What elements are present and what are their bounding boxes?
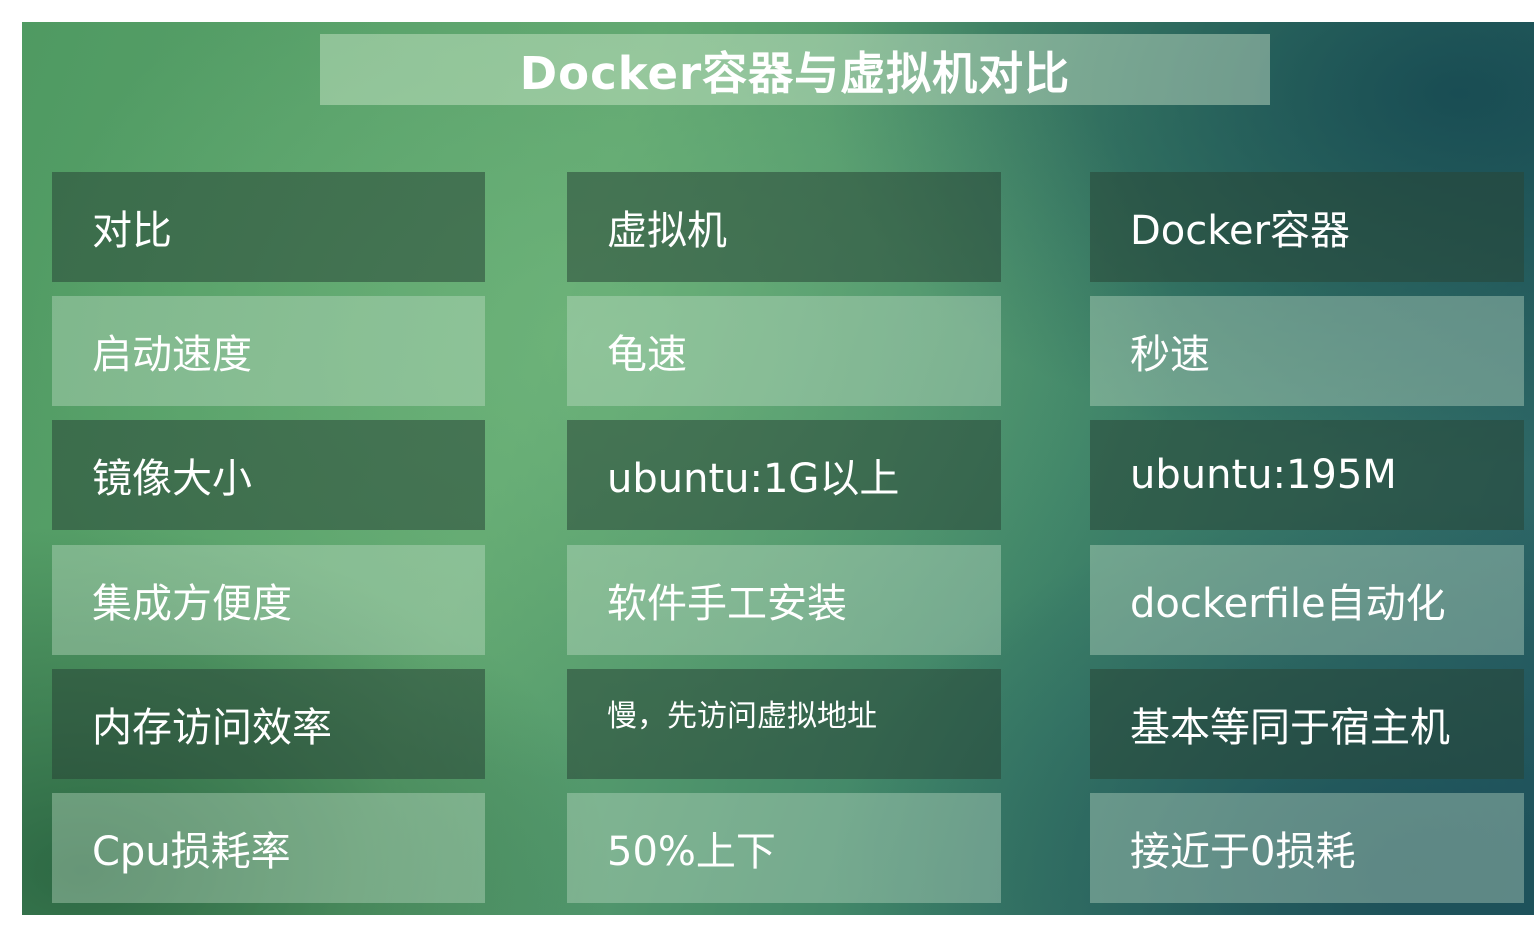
slide: Docker容器与虚拟机对比 对比 虚拟机 Docker容器 启动速度 龟速 秒… bbox=[22, 22, 1534, 915]
table-cell: 慢，先访问虚拟地址 bbox=[567, 669, 1001, 779]
table-cell: 龟速 bbox=[567, 296, 1001, 406]
table-cell: 50%上下 bbox=[567, 793, 1001, 903]
table-cell: 软件手工安装 bbox=[567, 545, 1001, 655]
table-cell: ubuntu:1G以上 bbox=[567, 420, 1001, 530]
table-cell: dockerfile自动化 bbox=[1090, 545, 1524, 655]
table-cell: Cpu损耗率 bbox=[52, 793, 485, 903]
title-bar: Docker容器与虚拟机对比 bbox=[320, 34, 1270, 105]
table-header-cell: Docker容器 bbox=[1090, 172, 1524, 282]
table-cell: ubuntu:195M bbox=[1090, 420, 1524, 530]
slide-title: Docker容器与虚拟机对比 bbox=[519, 47, 1071, 100]
table-cell: 内存访问效率 bbox=[52, 669, 485, 779]
table-cell: 接近于0损耗 bbox=[1090, 793, 1524, 903]
table-cell: 秒速 bbox=[1090, 296, 1524, 406]
table-cell: 基本等同于宿主机 bbox=[1090, 669, 1524, 779]
table-header-cell: 虚拟机 bbox=[567, 172, 1001, 282]
table-header-cell: 对比 bbox=[52, 172, 485, 282]
table-cell: 集成方便度 bbox=[52, 545, 485, 655]
table-cell: 启动速度 bbox=[52, 296, 485, 406]
table-cell: 镜像大小 bbox=[52, 420, 485, 530]
